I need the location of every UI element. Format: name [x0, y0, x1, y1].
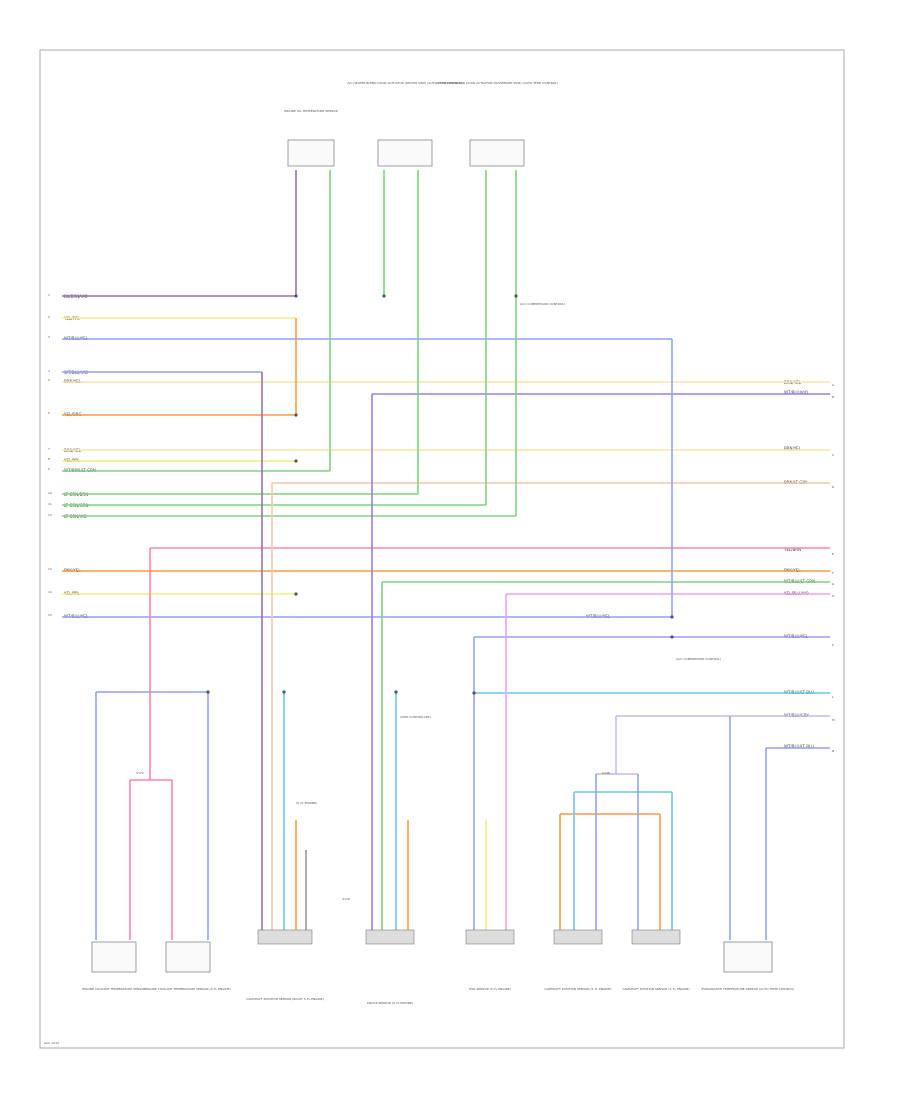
knock-sensor-connector — [365, 929, 415, 945]
splice-label-2: S148 — [602, 771, 610, 775]
splice-label-3: S179 — [342, 897, 350, 901]
splice-dot — [472, 691, 476, 695]
left-pin-2: 2 — [48, 315, 50, 319]
right-pin-L: L — [832, 695, 834, 699]
right-wire-label-N: WT/BLU/LT BLU — [784, 744, 814, 749]
right-pin-D: D — [832, 485, 835, 489]
bottom-component-label-7: CAMSHAFT POSITION SENSOR (3.7L ENGINE) — [622, 987, 689, 991]
left-pin-15: 15 — [48, 613, 52, 617]
right-pin-G: G — [832, 582, 835, 586]
right-pin-M: M — [832, 718, 835, 722]
right-pin-H: H — [832, 594, 834, 598]
bottom-component-label-1: ENGINE COOLANT TEMPERATURE SENSOR — [82, 987, 145, 991]
note-label-1: (A/C COMPRESSOR CONTROL) — [520, 302, 565, 306]
top-component-label-1: ENGINE OIL TEMPERATURE SENSOR — [284, 109, 337, 113]
left-pin-14: 14 — [48, 590, 52, 594]
splice-dot — [206, 690, 210, 694]
left-pin-1: 1 — [48, 293, 50, 297]
right-pin-N: N — [832, 749, 834, 753]
splice-dot — [282, 690, 286, 694]
cam-right-connector — [257, 929, 313, 945]
bottom-component-label-4: KNOCK SENSOR (5.7L ENGINE) — [367, 1001, 413, 1005]
note-label-4: (5.7L ENGINE) — [296, 801, 317, 805]
note-label-3: (4WD CONTROLLER) — [400, 715, 431, 719]
splice-dot — [382, 294, 386, 298]
right-pin-A: A — [832, 383, 835, 387]
right-pin-C: C — [832, 453, 834, 457]
left-pin-10: 10 — [48, 491, 52, 495]
splice-dot — [294, 413, 298, 417]
left-pin-11: 11 — [48, 502, 52, 506]
splice-dot — [394, 690, 398, 694]
top-component-label-2: A/C-HEATER BLEND DOOR ACTUATOR (DRIVER S… — [347, 81, 462, 85]
top-component-label-3: A/C-HEATER BLEND DOOR ACTUATOR (PASSENGE… — [436, 81, 558, 85]
right-pin-E: E — [832, 552, 834, 556]
oil-temp-sensor-body — [287, 139, 335, 167]
blend-door-driver-body — [377, 139, 433, 167]
coolant-temp-sensor-body — [91, 941, 137, 973]
left-pin-7: 7 — [48, 447, 50, 451]
right-pin-F: F — [832, 571, 834, 575]
splice-labels: S172 S148 S179 — [136, 771, 610, 901]
left-pin-9: 9 — [48, 467, 50, 471]
bottom-component-label-3: CAMSHAFT POSITION SENSOR (RIGHT 5.7L ENG… — [246, 997, 324, 1001]
splice-dot — [670, 635, 674, 639]
coolant-temp-sensor-57-body — [165, 941, 211, 973]
splice-dots — [206, 294, 674, 695]
left-pin-12: 12 — [48, 513, 52, 517]
left-pin-13: 13 — [48, 567, 52, 571]
left-pin-3: 3 — [48, 335, 50, 339]
right-wire-label-C: BRN/YEL — [784, 446, 802, 451]
left-pin-6: 6 — [48, 411, 50, 415]
splice-dot — [294, 459, 298, 463]
diagram-frame — [39, 49, 845, 1049]
footer-code: ACC-1234 — [44, 1041, 59, 1045]
right-wire-label-B: WT/BLU/VIO — [784, 390, 808, 395]
note-label-2: (A/C COMPRESSOR CONTROL) — [676, 657, 721, 661]
blend-door-passenger-body — [469, 139, 525, 167]
evap-temp-sensor-body — [723, 941, 773, 973]
right-pin-B: B — [832, 395, 834, 399]
bottom-component-label-8: EVAPORATIVE TEMPERATURE SENSOR (AUTO TEM… — [702, 987, 795, 991]
bottom-component-label-2: ENGINE COOLANT TEMPERATURE SENSOR (5.7L … — [145, 987, 230, 991]
egr-sensor-connector — [465, 929, 515, 945]
left-pin-4: 4 — [48, 369, 50, 373]
splice-dot — [294, 294, 298, 298]
splice-label-1: S172 — [136, 771, 144, 775]
right-pin-K: K — [832, 643, 835, 647]
left-pin-8: 8 — [48, 457, 50, 461]
splice-dot — [514, 294, 518, 298]
left-pin-5: 5 — [48, 378, 50, 382]
top-components: ENGINE OIL TEMPERATURE SENSOR A/C-HEATER… — [284, 81, 558, 167]
bottom-components: ENGINE COOLANT TEMPERATURE SENSOR ENGINE… — [82, 929, 795, 1005]
note-labels: (A/C COMPRESSOR CONTROL) (A/C COMPRESSOR… — [296, 302, 721, 805]
horizontal-wires — [62, 295, 830, 815]
cam-57-connector — [553, 929, 603, 945]
bottom-component-label-6: CAMSHAFT POSITION SENSOR (5.7L ENGINE) — [544, 987, 611, 991]
vertical-wires — [95, 170, 767, 940]
splice-dot — [670, 615, 674, 619]
splice-dot — [294, 592, 298, 596]
bottom-component-label-5: EGR SENSOR (5.7L ENGINE) — [469, 987, 511, 991]
right-wire-label-E: YEL/BRN — [783, 547, 801, 552]
cam-37-connector — [631, 929, 681, 945]
